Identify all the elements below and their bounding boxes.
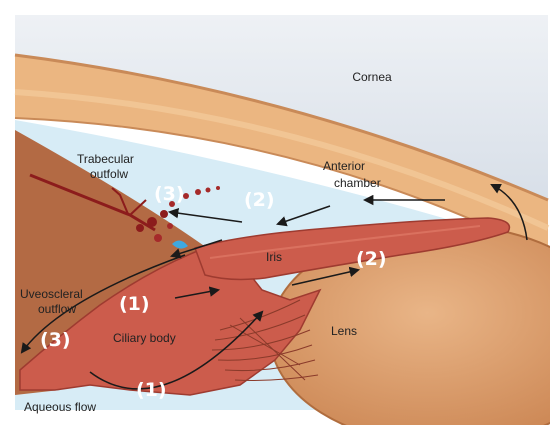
label-anterior-2: chamber	[334, 176, 381, 190]
iris	[194, 217, 511, 281]
arrow-anterior-2	[276, 205, 331, 227]
arrow-uveoscleral	[20, 254, 186, 354]
label-trabecular-1: Trabecular	[77, 152, 134, 166]
arrow-angle	[169, 239, 223, 259]
marker-trabecular: (3)	[154, 183, 185, 205]
flow-arrows	[20, 184, 528, 390]
sclera	[15, 130, 210, 395]
label-uveoscleral-1: Uveoscleral	[20, 287, 83, 301]
marker-iris: (2)	[356, 248, 387, 270]
label-anterior-1: Anterior	[323, 159, 365, 173]
label-ciliary-body: Ciliary body	[113, 331, 176, 345]
arrow-aqueous	[89, 310, 264, 390]
marker-aqueous: (1)	[136, 379, 167, 401]
ciliary-body	[19, 249, 322, 396]
label-trabecular-2: outfolw	[90, 167, 128, 181]
label-lens: Lens	[331, 324, 357, 338]
trabecular-meshwork	[29, 173, 220, 242]
marker-uveoscleral: (3)	[40, 329, 71, 351]
arrow-pupil	[490, 184, 528, 241]
marker-ciliary: (1)	[119, 293, 150, 315]
arrow-trabecular	[167, 207, 243, 223]
cornea-highlight	[14, 89, 550, 231]
cornea-outer-edge	[14, 53, 549, 202]
marker-anterior: (2)	[244, 189, 275, 211]
arrow-iris	[291, 266, 361, 286]
label-aqueous-flow: Aqueous flow	[24, 400, 96, 414]
zonule-fibers	[211, 299, 319, 381]
label-iris: Iris	[266, 250, 282, 264]
iris-highlight	[209, 225, 481, 259]
label-uveoscleral-2: outflow	[38, 302, 76, 316]
schlemm-canal	[172, 240, 188, 249]
arrow-posterior	[174, 286, 221, 299]
label-cornea: Cornea	[352, 70, 392, 84]
